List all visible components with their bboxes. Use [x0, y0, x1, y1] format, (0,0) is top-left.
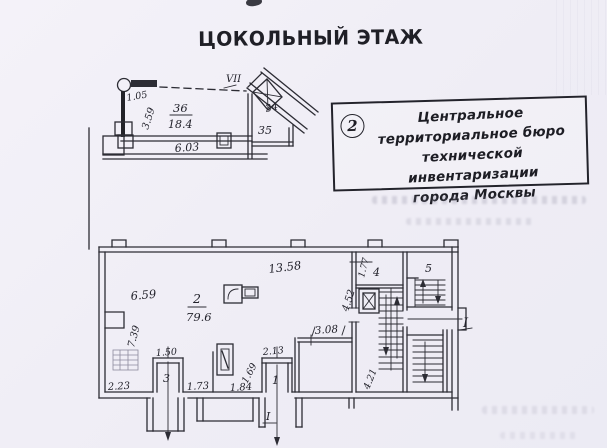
room-4-number: 4	[372, 266, 380, 279]
opening-3-number: 3	[163, 372, 170, 385]
entrance-label-right: I	[462, 316, 469, 331]
entrance-porch	[407, 307, 467, 331]
dim-6-59: 6.59	[130, 287, 157, 303]
section-vii-label: VII	[226, 74, 242, 85]
opening-1	[261, 357, 293, 393]
opening-1-number: 1	[272, 374, 279, 387]
room-35-number: 35	[258, 124, 272, 137]
sink-symbol	[223, 284, 259, 304]
room-2-area: 79.6	[186, 310, 212, 324]
dim-2-13: 2.13	[261, 345, 284, 358]
basement-window	[212, 343, 234, 393]
dim-7-39: 7.39	[126, 324, 143, 349]
dim-1-73: 1.73	[187, 381, 210, 393]
room-36-number: 36	[173, 101, 188, 115]
dim-3-59: 3.59	[140, 106, 158, 131]
staircase-block	[348, 251, 467, 409]
column-post	[116, 77, 132, 93]
window-34-crossed-box	[252, 78, 283, 111]
room-36-area: 18.4	[168, 118, 193, 131]
dim-4-52: 4.52	[340, 288, 358, 314]
dim-13-58: 13.58	[268, 258, 302, 276]
entrance-label-bottom: I	[265, 410, 271, 423]
dim-6-03: 6.03	[174, 140, 199, 155]
dim-1-69: 1.69	[240, 362, 260, 386]
dim-1-84: 1.84	[230, 382, 253, 394]
dashed-boundary	[159, 86, 247, 92]
hatched-duct	[112, 349, 139, 371]
room5-stair	[406, 277, 446, 308]
thick-wall-segment	[131, 80, 157, 87]
stamp-text: Центральное территориальное бюро техниче…	[332, 95, 589, 212]
dim-1-50: 1.50	[155, 347, 177, 359]
lower-stair	[412, 329, 448, 393]
main-stair	[378, 288, 404, 371]
dim-2-23: 2.23	[107, 381, 131, 393]
upper-floor-plan: 1.05 3.59 36 18.4 6.03 VII 34 35	[88, 67, 319, 250]
room-34-number: 34	[264, 102, 279, 115]
elevator-shaft	[358, 288, 380, 314]
main-floor-plan: 2 79.6 6.59 13.58 7.39 4.52 3.08 4 1.77 …	[98, 239, 473, 446]
dim-1-05: 1.05	[126, 89, 149, 104]
dim-3-08: 3.08	[314, 323, 338, 337]
bti-stamp: 2 Центральное территориальное бюро техни…	[330, 95, 590, 206]
dim-4-21: 4.21	[361, 367, 379, 392]
areaway-bays	[146, 361, 303, 446]
dim-1-77: 1.77	[357, 257, 372, 279]
room-5-number: 5	[425, 262, 432, 275]
room-2-number: 2	[192, 291, 201, 306]
